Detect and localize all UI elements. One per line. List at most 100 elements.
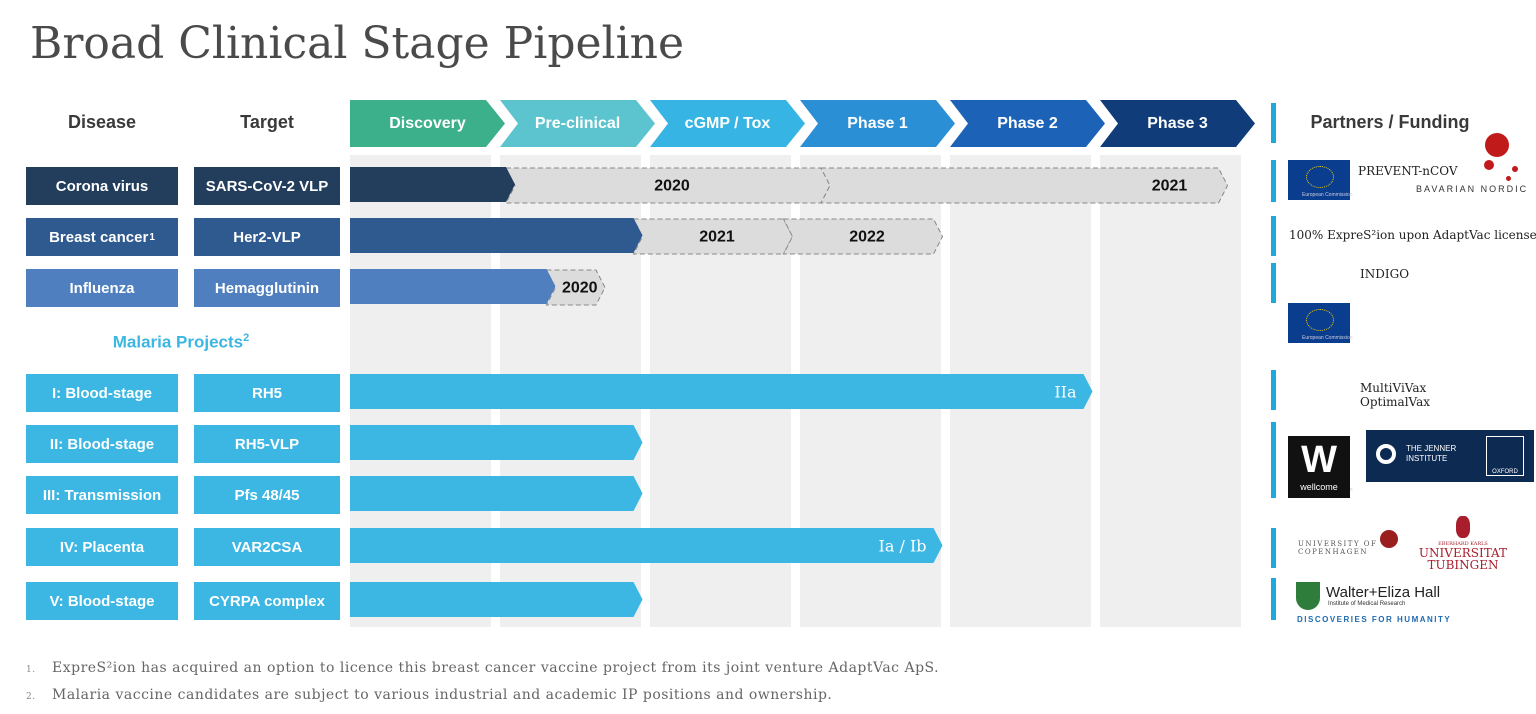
partner-marker (1271, 422, 1276, 498)
wehi-shield-icon (1296, 582, 1320, 610)
dot-icon (1506, 176, 1511, 181)
ring-icon (1376, 444, 1396, 464)
target-name: SARS-CoV-2 VLP (205, 177, 329, 195)
w-icon: W (1301, 439, 1337, 481)
progress-bar (350, 269, 556, 304)
row-label-target: Hemagglutinin (194, 269, 340, 307)
disease-header: Disease (67, 112, 137, 132)
target-name: RH5 (251, 384, 282, 402)
target-name: Hemagglutinin (214, 279, 320, 297)
partner-name: UNIVERSITY OF (1298, 540, 1378, 548)
partner-marker (1271, 216, 1276, 256)
partner-name: COPENHAGEN (1298, 548, 1369, 556)
partner-name: INDIGO (1360, 267, 1410, 281)
malaria-projects-title: Malaria Projects2 (26, 332, 336, 353)
dot-icon (1512, 166, 1518, 172)
phase-2: Phase 2 (950, 100, 1105, 147)
planned-year-label: 2020 (562, 280, 598, 297)
bar-stage-label: IIa (1054, 383, 1077, 402)
wellcome-logo: W wellcome (1288, 436, 1350, 498)
progress-bar (350, 218, 643, 253)
partner-name: OptimalVax (1360, 395, 1431, 409)
progress-bar (350, 582, 643, 617)
planned-segment (545, 269, 606, 306)
disease-name: III: Transmission (42, 486, 162, 504)
progress-bar (350, 167, 515, 202)
target-header: Target (240, 112, 294, 132)
phase-3: Phase 3 (1100, 100, 1255, 147)
disease-name: Corona virus (55, 177, 149, 195)
planned-segment (820, 167, 1229, 204)
row-label-target: RH5 (194, 374, 340, 412)
partners-header: Partners / Funding (1310, 112, 1470, 132)
disease-name: Breast cancer (49, 228, 149, 246)
tubingen-tree-icon (1456, 516, 1470, 538)
partner-marker (1271, 160, 1276, 202)
row-label-target: SARS-CoV-2 VLP (194, 167, 340, 205)
target-name: Pfs 48/45 (234, 486, 300, 504)
target-name: Her2-VLP (233, 228, 301, 246)
page-title: Broad Clinical Stage Pipeline (30, 18, 685, 69)
oxford-text: OXFORD (1492, 469, 1518, 475)
planned-segment (782, 218, 944, 255)
row-label-disease: Influenza (26, 269, 178, 307)
phase-discovery: Discovery (350, 100, 505, 147)
stars-icon (1306, 166, 1334, 188)
partner-marker (1271, 263, 1276, 303)
footnote-text: Malaria vaccine candidates are subject t… (52, 687, 833, 703)
oxford-crest-icon: OXFORD (1486, 436, 1524, 476)
progress-bar (350, 425, 643, 460)
partner-marker (1271, 528, 1276, 568)
partner-name: 100% ExpreS²ion upon AdaptVac license (1289, 228, 1536, 242)
row-label-disease: V: Blood-stage (26, 582, 178, 620)
row-label-disease: II: Blood-stage (26, 425, 178, 463)
disease-name: I: Blood-stage (52, 384, 152, 402)
row-label-disease: IV: Placenta (26, 528, 178, 566)
eu-flag-logo: European Commission (1288, 160, 1353, 200)
planned-year-label: 2022 (849, 229, 885, 246)
row-label-target: Pfs 48/45 (194, 476, 340, 514)
phase-label: Phase 3 (1147, 114, 1208, 132)
bavarian-nordic-logo-icon (1485, 133, 1509, 157)
partner-name: MultiViVax (1360, 381, 1427, 395)
jenner-text: THE JENNER INSTITUTE (1406, 444, 1457, 463)
partner-logo-text: TUBINGEN (1427, 558, 1499, 572)
row-label-disease: Corona virus (26, 167, 178, 205)
eu-caption: European Commission (1302, 192, 1353, 198)
partner-subtitle: Institute of Medical Research (1328, 601, 1406, 607)
partner-logo-text: UNIVERSITAT (1418, 546, 1508, 560)
phase-label: Discovery (389, 114, 466, 132)
footnote-number: 1. (26, 665, 36, 675)
footnote-1: 1. ExpreS²ion has acquired an option to l… (26, 660, 939, 676)
phase-label: Phase 1 (847, 114, 908, 132)
target-name: VAR2CSA (231, 538, 303, 556)
row-label-target: Her2-VLP (194, 218, 340, 256)
partner-tagline: DISCOVERIES FOR HUMANITY (1297, 615, 1452, 624)
partner-logo-text: BAVARIAN NORDIC (1416, 184, 1529, 194)
phase-label: cGMP / Tox (684, 114, 771, 132)
planned-year-label: 2021 (699, 229, 735, 246)
partners-header-marker (1271, 103, 1276, 143)
progress-bar (350, 476, 643, 511)
planned-segment (632, 218, 794, 255)
row-label-disease: III: Transmission (26, 476, 178, 514)
footnote-ref: 2 (243, 332, 250, 344)
planned-year-label: 2020 (654, 178, 690, 195)
row-label-disease: I: Blood-stage (26, 374, 178, 412)
footnote-text: ExpreS²ion has acquired an option to lic… (52, 660, 940, 676)
jenner-institute-logo: THE JENNER INSTITUTE OXFORD (1366, 430, 1534, 482)
phase-1: Phase 1 (800, 100, 955, 147)
disease-name: IV: Placenta (59, 538, 145, 556)
phase-column (1100, 155, 1241, 627)
partner-marker (1271, 578, 1276, 620)
partner-name: Walter+Eliza Hall (1326, 584, 1441, 601)
phase-label: Phase 2 (997, 114, 1058, 132)
partner-name: PREVENT-nCOV (1358, 164, 1458, 178)
disease-name: V: Blood-stage (49, 592, 155, 610)
target-name: RH5-VLP (234, 435, 300, 453)
footnote-2: 2.Malaria vaccine candidates are subject… (26, 687, 832, 703)
row-label-target: CYRPA complex (194, 582, 340, 620)
disease-name: Influenza (69, 279, 135, 297)
partner-marker (1271, 370, 1276, 410)
